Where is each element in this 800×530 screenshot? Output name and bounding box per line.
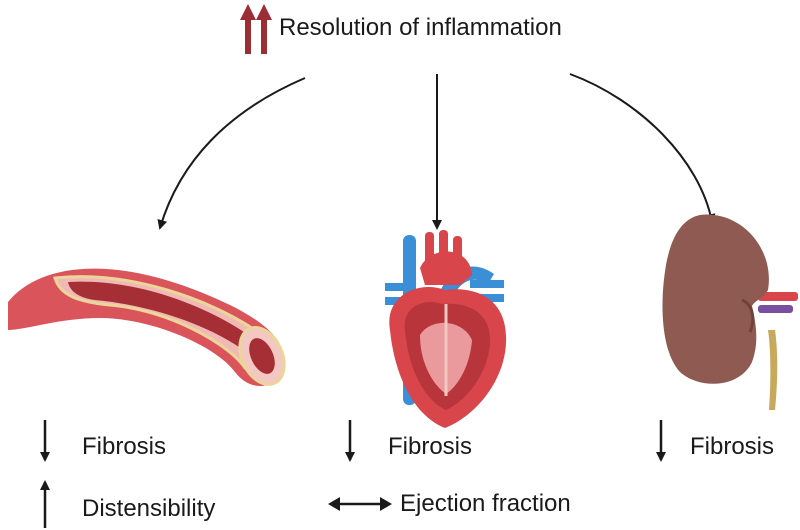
blood-vessel-illustration	[8, 268, 286, 387]
kidney-effect-fibrosis: Fibrosis	[690, 433, 775, 460]
arrow-to-vessel	[157, 77, 306, 230]
heart-effect-fibrosis: Fibrosis	[388, 433, 473, 460]
heart-illustration	[385, 230, 507, 428]
heart-effect-ejection-fraction: Ejection fraction	[400, 490, 571, 517]
vessel-effect-distensibility: Distensibility	[82, 495, 216, 522]
kidney-illustration	[662, 214, 798, 410]
double-horizontal-arrow-icon	[328, 497, 392, 511]
double-up-arrow-icon	[240, 4, 272, 54]
arrow-to-kidney	[569, 73, 716, 224]
diagram-title: Resolution of inflammation	[279, 14, 562, 41]
vessel-effect-fibrosis: Fibrosis	[82, 433, 167, 460]
